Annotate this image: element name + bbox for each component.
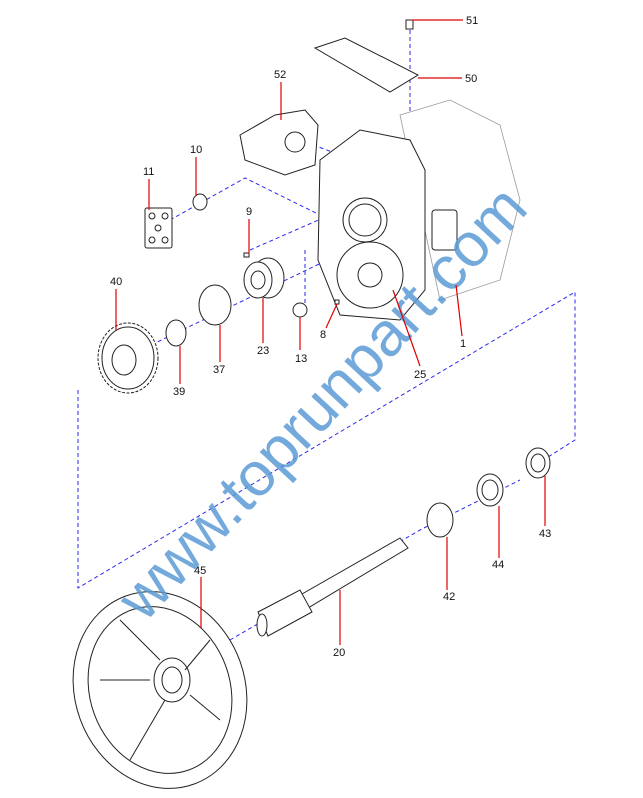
callout-50: 50 (465, 73, 477, 85)
callout-43: 43 (539, 528, 551, 540)
callout-9: 9 (246, 206, 252, 218)
callout-42: 42 (443, 591, 455, 603)
ring-39 (165, 319, 187, 347)
callout-44: 44 (492, 559, 504, 571)
pin-8 (334, 299, 340, 305)
leader-lines (115, 19, 546, 645)
bearing-23 (243, 257, 285, 299)
shaft-20 (256, 537, 409, 637)
callout-1: 1 (460, 338, 466, 350)
callout-labels: 51 50 52 10 11 9 1 40 23 13 8 25 37 39 4… (110, 15, 551, 659)
plug-10 (192, 193, 208, 211)
callout-52: 52 (274, 69, 286, 81)
snap-ring-42 (426, 502, 454, 538)
callout-11: 11 (143, 166, 154, 178)
callout-10: 10 (190, 144, 202, 156)
snap-ring-37 (198, 284, 232, 326)
block-11 (144, 207, 173, 249)
callout-45: 45 (194, 565, 206, 577)
gear-40 (97, 322, 159, 394)
callout-20: 20 (333, 647, 345, 659)
valve-block (239, 109, 319, 176)
callout-25: 25 (414, 369, 426, 381)
bell-housing-45 (72, 591, 248, 789)
callout-13: 13 (295, 353, 307, 365)
callout-8: 8 (320, 329, 326, 341)
cover-plate (313, 19, 420, 93)
seal-43 (525, 447, 551, 479)
callout-39: 39 (173, 386, 185, 398)
transmission-housing (317, 99, 521, 321)
pin-9 (243, 252, 250, 258)
callout-23: 23 (257, 345, 269, 357)
o-ring-13 (292, 302, 308, 318)
callout-51: 51 (466, 15, 478, 27)
callout-40: 40 (110, 276, 122, 288)
callout-37: 37 (213, 364, 225, 376)
seal-44 (476, 473, 504, 507)
